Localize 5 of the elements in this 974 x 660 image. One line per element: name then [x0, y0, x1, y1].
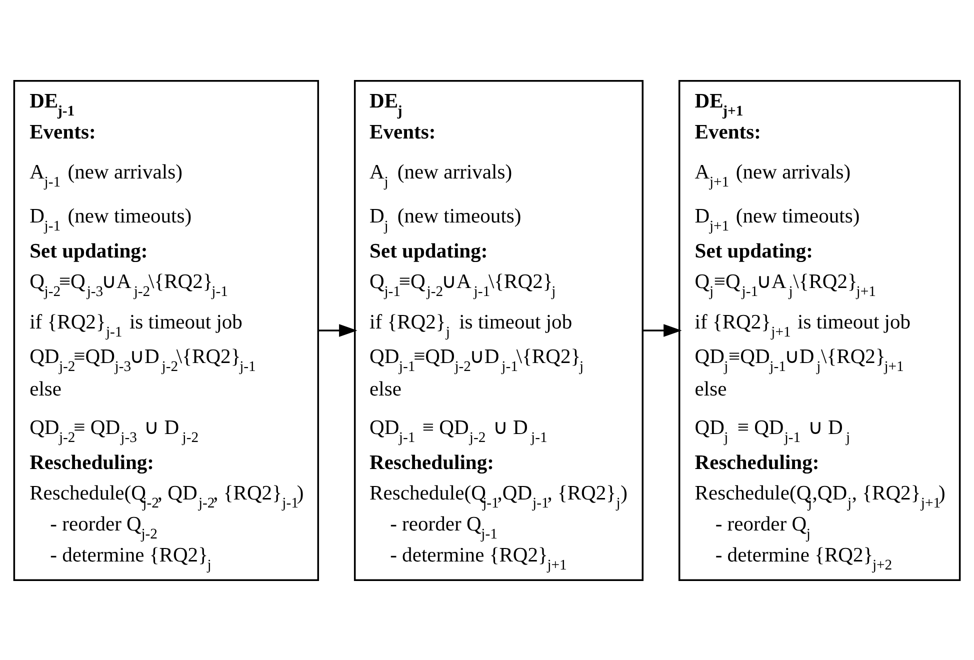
node-box: DE$_{j+1}$ Events: A$_{j+1}$ (new arrivals) D$_{j+1}$ (new timeouts) Set updating: Q$_{j}$≡Q$_{j-1}$∪A$_{j}$\{RQ2}$_{j+1}$ if {RQ2}$_{j+1}$ is timeout job QD$_{j}$≡QD$_{j-1}$∪D$_{j}$\{RQ2}$_{j+1}$ else QD$_{j}$ ≡ QD$_{j-1}$ ∪ D$_{j}$ Rescheduling: Reschedule(Q$_{j}$,QD$_{j}$, {RQ2}$_{j+1}$) - reorder Q$_{j}$ - determine {RQ2}$_{j+2}$ [678, 80, 961, 580]
node-box: DE$_{j-1}$ Events: A$_{j-1}$ (new arrivals) D$_{j-1}$ (new timeouts) Set updating: Q$_{j-2}$≡Q$_{j-3}$∪A$_{j-2}$\{RQ2}$_{j-1}$ if {RQ2}$_{j-1}$ is timeout job QD$_{j-2}$≡QD$_{j-3}$∪D$_{j-2}$\{RQ2}$_{j-1}$ else QD$_{j-2}$≡ QD$_{j-3}$ ∪ D$_{j-2}$ Rescheduling: Reschedule(Q$_{j-2}$, QD$_{j-2}$, {RQ2}$_{j-1}$) - reorder Q$_{j-2}$ - determine {RQ2}$_{j}$ [13, 80, 320, 580]
arrow [318, 324, 358, 336]
node-box: DE$_{j}$ Events: A$_{j}$ (new arrivals) D$_{j}$ (new timeouts) Set updating: Q$_{j-1}$≡Q$_{j-2}$∪A$_{j-1}$\{RQ2}$_{j}$ if {RQ2}$_{j}$ is timeout job QD$_{j-1}$≡QD$_{j-2}$∪D$_{j-1}$\{RQ2}$_{j}$ else QD$_{j-1}$ ≡ QD$_{j-2}$ ∪ D$_{j-1}$ Rescheduling: Reschedule(Q$_{j-1}$,QD$_{j-1}$, {RQ2}$_{j}$) - reorder Q$_{j-1}$ - determine {RQ2}$_{j+1}$ [354, 80, 644, 580]
arrow [642, 324, 682, 336]
